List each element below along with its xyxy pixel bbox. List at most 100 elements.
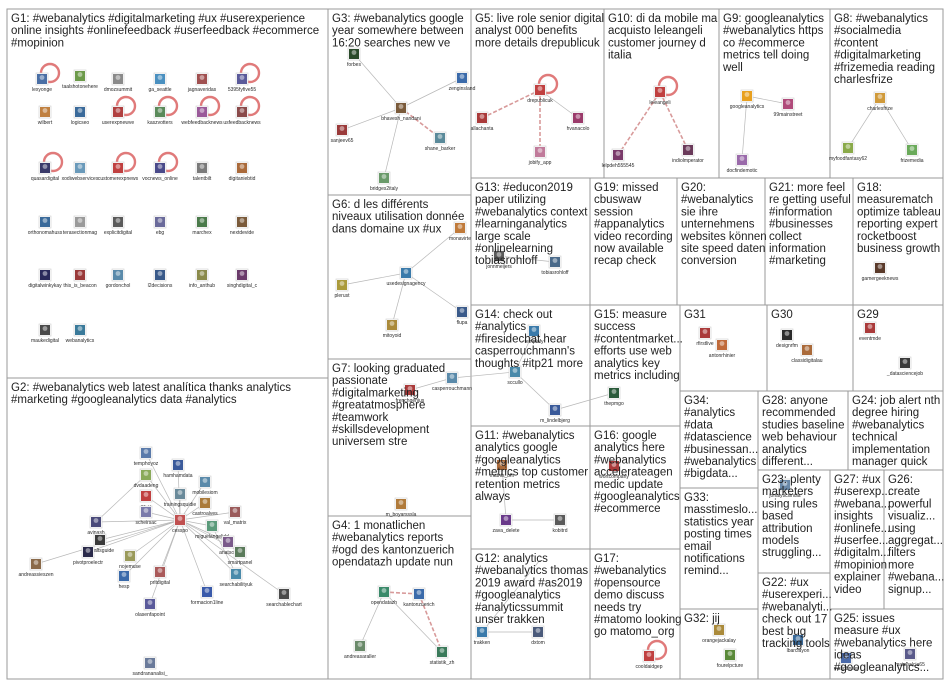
node-wilbert[interactable]: wilbert <box>38 105 53 126</box>
node-m-lindelbjerg[interactable]: m_lindelbjerg <box>540 403 570 424</box>
node-dxtom[interactable]: dxtom <box>531 625 545 646</box>
node-trainingsquidie[interactable]: trainingsquidie <box>164 487 196 508</box>
node-matenalcia65[interactable]: matenalcia65 <box>895 647 925 668</box>
node-sandrananalisi-[interactable]: sandrananalisi_ <box>132 656 168 677</box>
node-lbarclayon[interactable]: lbarclayon <box>787 633 810 654</box>
node-5395fyfive55[interactable]: 5395fyfive55 <box>228 62 261 93</box>
node-jonalyticsindia[interactable]: jonalyticsindia <box>768 478 801 499</box>
node-monavirte[interactable]: monavirte <box>449 221 471 242</box>
node-gordonchol[interactable]: gordonchol <box>106 268 131 289</box>
node-usedesignagency[interactable]: usedesignagency <box>387 266 426 287</box>
node-matjpbruus[interactable]: matjpbruus <box>834 651 859 672</box>
node-anatsoft[interactable]: anatsoft <box>219 535 238 556</box>
node-antonrhinier[interactable]: antonrhinier <box>709 338 736 359</box>
node-val-matrix[interactable]: val_matrix <box>224 505 247 526</box>
node-webfeedbacknews[interactable]: webfeedbacknews <box>181 95 223 126</box>
node-jobify-app[interactable]: jobify_app <box>528 145 552 166</box>
node-customerexpnews[interactable]: customerexpnews <box>98 151 139 182</box>
node-searchablechart[interactable]: searchablechart <box>266 587 302 608</box>
node-explicitdigital[interactable]: explicitdigital <box>104 215 132 236</box>
node-smartpanel[interactable]: smartpanel <box>228 545 253 566</box>
node-userexpnewve[interactable]: userexpnewve <box>102 95 137 126</box>
node-temphoyoz[interactable]: temphoyoz <box>134 446 159 467</box>
node-quasardigital[interactable]: quasardigital <box>31 151 64 182</box>
node-orthonomahuss[interactable]: orthonomahuss <box>28 215 63 236</box>
node-zava-delete[interactable]: zava_delete <box>493 513 520 534</box>
node-m-boyarsssla[interactable]: m_boyarsssla <box>386 497 417 518</box>
node-wortcompany[interactable]: wortcompany <box>599 459 629 480</box>
node-cesspo[interactable]: cesspo <box>172 513 188 534</box>
node-tobiasrohloff[interactable]: tobiasrohloff <box>541 255 569 276</box>
node-bridges2italy[interactable]: bridges2italy <box>370 171 399 192</box>
node-drepublicuk[interactable]: drepublicuk <box>527 73 559 104</box>
node-99mainstreet[interactable]: 99mainstreet <box>774 97 804 118</box>
node-mobilesiom[interactable]: mobilesiom <box>192 475 218 496</box>
node-forbes[interactable]: forbes <box>347 47 361 68</box>
node-designrfm[interactable]: designrfm <box>776 328 798 349</box>
node-talentbilt[interactable]: talentbilt <box>193 161 212 182</box>
node-sanjeev65[interactable]: sanjeev65 <box>331 123 354 144</box>
node-nojemuse[interactable]: nojemuse <box>119 549 141 570</box>
node-andreassieszen[interactable]: andreassieszen <box>18 557 54 578</box>
node-hamhamdata[interactable]: hamhamdata <box>163 458 193 479</box>
node-singhdigital-c[interactable]: singhdigital_c <box>227 268 258 289</box>
node-leleangeli[interactable]: leleangeli <box>649 75 679 106</box>
node-taalshotonehere[interactable]: taalshotonehere <box>62 69 98 90</box>
node-nextdevide[interactable]: nextdevide <box>230 215 254 236</box>
node-thepmgo[interactable]: thepmgo <box>604 386 624 407</box>
node-ga-seattle[interactable]: ga_seattle <box>148 72 172 93</box>
node-gamergeeknews[interactable]: gamergeeknews <box>862 261 899 282</box>
node-kobitrd[interactable]: kobitrd <box>552 513 568 534</box>
node-castroalves[interactable]: castroalves <box>192 496 218 517</box>
node-fourelpcture[interactable]: fourelpcture <box>717 648 744 669</box>
node-dmozsummit[interactable]: dmozsummit <box>104 72 133 93</box>
node-vocnews-online[interactable]: vocnews_online <box>142 151 179 182</box>
node-terasectionmag[interactable]: terasectionmag <box>63 215 97 236</box>
node-mathis-bfn[interactable]: mathis_bfn <box>490 458 515 479</box>
node-shane-barker[interactable]: shane_barker <box>425 131 456 152</box>
node-hesp[interactable]: hesp <box>117 569 131 590</box>
node-firstaltsguide[interactable]: firstaltsguide <box>86 533 114 554</box>
node-opendatazh[interactable]: opendatazh <box>371 585 397 606</box>
node-ebg[interactable]: ebg <box>153 215 167 236</box>
node-olasenfapoint[interactable]: olasenfapoint <box>135 597 165 618</box>
node-rfirstlive[interactable]: rfirstlive <box>696 326 714 347</box>
node-pivotproelectr[interactable]: pivotproelectr <box>73 545 103 566</box>
node-digitaniebtid[interactable]: digitaniebtid <box>229 161 256 182</box>
node-indiolmperator[interactable]: indiolmperator <box>672 143 704 164</box>
node-trakken[interactable]: trakken <box>474 625 491 646</box>
node-kaszvotters[interactable]: kaszvotters <box>147 95 179 126</box>
node-dvdaadeng[interactable]: dvdaadeng <box>134 468 159 489</box>
node-myfoodfantasy62[interactable]: myfoodfantasy62 <box>829 141 867 162</box>
node-bhavesh-nandani[interactable]: bhavesh_nandani <box>381 101 421 122</box>
node-logicseo[interactable]: logicseo <box>71 105 90 126</box>
node-orangejackalay[interactable]: orangejackalay <box>702 623 736 644</box>
node-maukedigital[interactable]: maukedigital <box>31 323 59 344</box>
node--datasciencejob[interactable]: _datasciencejob <box>886 356 923 377</box>
node-l2decisions[interactable]: l2decisions <box>148 268 173 289</box>
node-prltdigital[interactable]: prltdigital <box>150 565 170 586</box>
node-plerust[interactable]: plerust <box>334 278 350 299</box>
node-statistik-zh[interactable]: statistik_zh <box>430 645 455 666</box>
node-zenginsland[interactable]: zenginsland <box>449 71 476 92</box>
node-allachanta[interactable]: allachanta <box>471 111 494 132</box>
node-this-is-beacon[interactable]: this_is_beacon <box>63 268 97 289</box>
node-casperrouchmann[interactable]: casperrouchmann <box>432 371 472 392</box>
node-jagnaveridas[interactable]: jagnaveridas <box>187 72 217 93</box>
node-usfeedbacknews[interactable]: usfeedbacknews <box>223 95 261 126</box>
node-andreasaraller[interactable]: andreasaraller <box>344 639 376 660</box>
node-flupa[interactable]: flupa <box>455 305 469 326</box>
node-kantonzuerich[interactable]: kantonzuerich <box>403 587 435 608</box>
node-lexyonge[interactable]: lexyonge <box>32 62 61 93</box>
node-eventmde[interactable]: eventmde <box>859 321 881 342</box>
node-info-anthub[interactable]: info_anthub <box>189 268 215 289</box>
node-xodiwebservices[interactable]: xodiwebservices <box>62 161 99 182</box>
node-templafy[interactable]: templafy <box>525 324 544 345</box>
node-lelpdeh555545[interactable]: lelpdeh555545 <box>602 148 635 169</box>
node-webanalytics[interactable]: webanalytics <box>66 323 95 344</box>
node-docfindemotic[interactable]: docfindemotic <box>727 153 758 174</box>
node-classidigitalau[interactable]: classidigitalau <box>791 343 823 364</box>
node-hvanacolo[interactable]: hvanacolo <box>567 111 590 132</box>
node-sccullo[interactable]: sccullo <box>507 365 523 386</box>
node-cooldaidgep[interactable]: cooldaidgep <box>636 639 668 670</box>
